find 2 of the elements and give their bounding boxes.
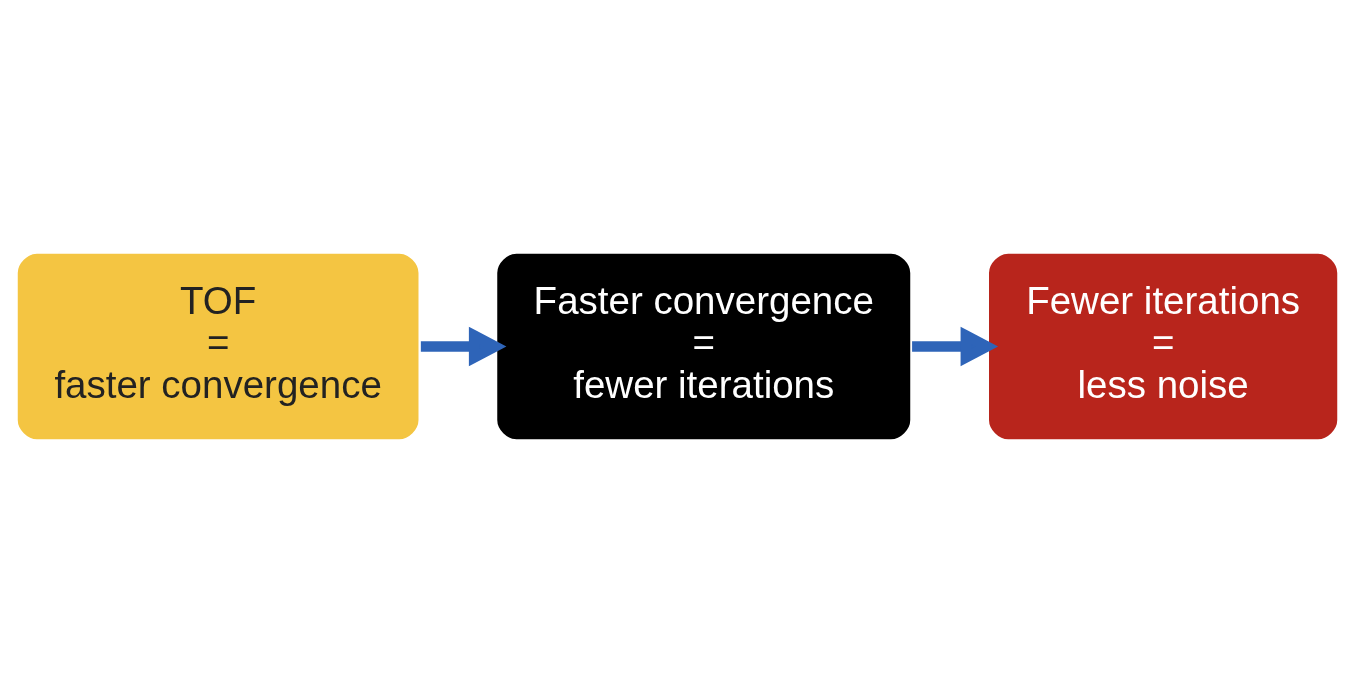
arrow (912, 326, 999, 366)
arrow (420, 326, 507, 366)
